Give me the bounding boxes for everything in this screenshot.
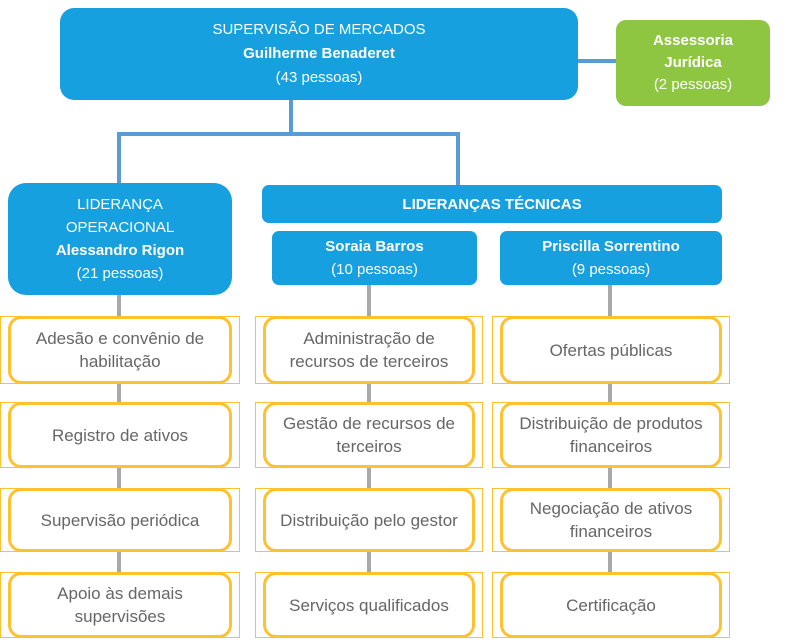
lead-count: (9 pessoas) <box>571 261 651 278</box>
lead-name: Soraia Barros <box>325 238 424 255</box>
task-box: Registro de ativos <box>0 402 240 468</box>
task-label: Adesão e convênio de habilitação <box>35 329 205 371</box>
operational-box: LIDERANÇA OPERACIONAL Alessandro Rigon (… <box>8 183 232 295</box>
task-label: Serviços qualificados <box>289 595 449 615</box>
lead-box-priscilla: Priscilla Sorrentino (9 pessoas) <box>500 231 722 285</box>
task-label: Supervisão periódica <box>40 510 200 530</box>
legal-count: (2 pessoas) <box>653 76 733 93</box>
task-label: Distribuição pelo gestor <box>280 510 458 530</box>
task-box: Ofertas públicas <box>492 316 730 384</box>
connector-branch-horizontal <box>117 132 460 136</box>
task-label: Gestão de recursos de terceiros <box>283 414 455 456</box>
task-box: Certificação <box>492 572 730 638</box>
connector-branch-left <box>117 132 121 185</box>
connector-root-stub <box>289 100 293 136</box>
operational-title: LIDERANÇA OPERACIONAL <box>65 196 175 236</box>
task-box: Adesão e convênio de habilitação <box>0 316 240 384</box>
connector-branch-right <box>456 132 460 187</box>
root-title: SUPERVISÃO DE MERCADOS <box>212 21 426 38</box>
task-label: Administração de recursos de terceiros <box>289 329 449 371</box>
lead-box-soraia: Soraia Barros (10 pessoas) <box>272 231 477 285</box>
task-box: Distribuição pelo gestor <box>255 488 483 552</box>
task-box: Administração de recursos de terceiros <box>255 316 483 384</box>
root-box: SUPERVISÃO DE MERCADOS Guilherme Benader… <box>60 8 578 100</box>
connector-legal <box>576 59 618 63</box>
task-label: Apoio às demais supervisões <box>57 584 183 626</box>
task-label: Certificação <box>566 595 656 615</box>
task-box: Distribuição de produtos financeiros <box>492 402 730 468</box>
task-label: Ofertas públicas <box>549 340 673 360</box>
technical-title: LIDERANÇAS TÉCNICAS <box>402 195 582 213</box>
task-box: Gestão de recursos de terceiros <box>255 402 483 468</box>
legal-box: Assessoria Jurídica (2 pessoas) <box>616 20 770 106</box>
operational-count: (21 pessoas) <box>76 265 164 282</box>
root-count: (43 pessoas) <box>275 69 363 86</box>
task-label: Negociação de ativos financeiros <box>529 499 693 541</box>
lead-count: (10 pessoas) <box>331 261 418 278</box>
task-label: Distribuição de produtos financeiros <box>519 414 703 456</box>
root-name: Guilherme Benaderet <box>243 45 395 62</box>
task-label: Registro de ativos <box>51 425 189 445</box>
task-box: Apoio às demais supervisões <box>0 572 240 638</box>
lead-name: Priscilla Sorrentino <box>542 238 680 255</box>
legal-title: Assessoria Jurídica <box>652 32 734 71</box>
operational-name: Alessandro Rigon <box>55 242 185 259</box>
task-box: Negociação de ativos financeiros <box>492 488 730 552</box>
task-box: Supervisão periódica <box>0 488 240 552</box>
technical-header: LIDERANÇAS TÉCNICAS <box>262 185 722 223</box>
task-box: Serviços qualificados <box>255 572 483 638</box>
